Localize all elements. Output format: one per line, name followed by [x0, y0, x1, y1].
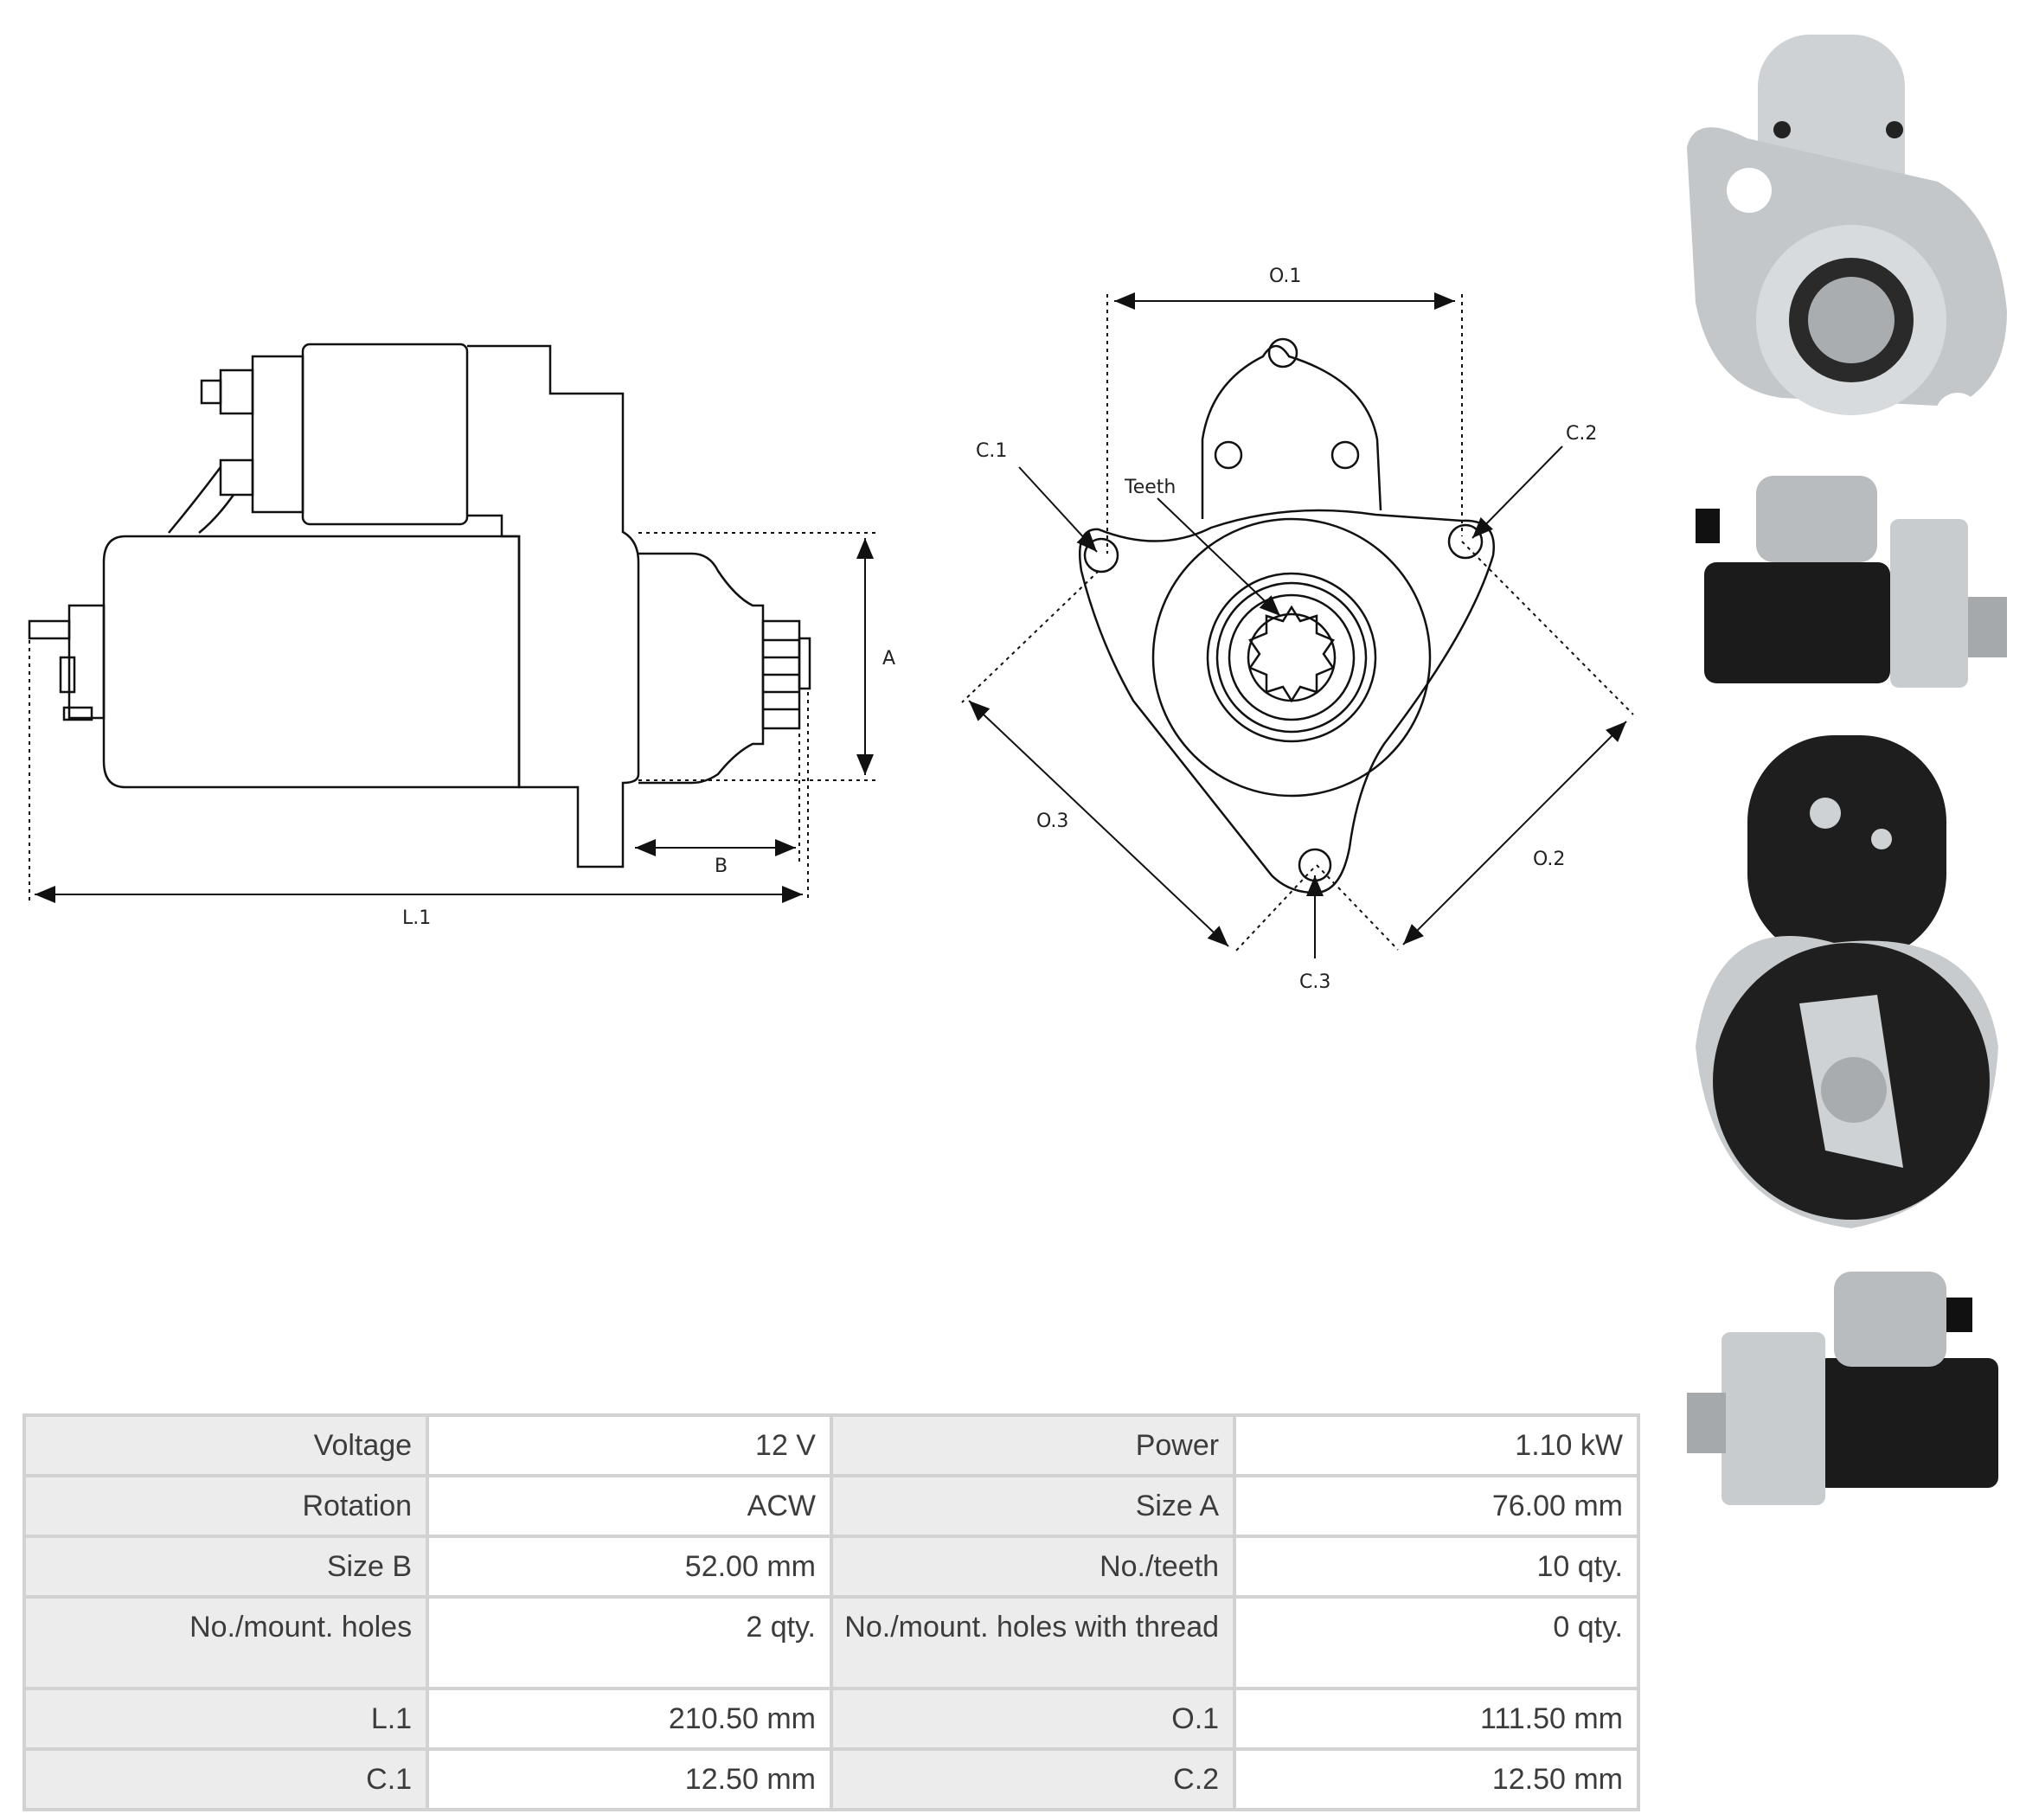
dim-label-a: A [882, 648, 895, 670]
spec-label: Size A [829, 1474, 1237, 1538]
spec-label: Size B [22, 1535, 430, 1599]
spec-label: C.1 [22, 1747, 430, 1811]
dim-label-o3: O.3 [1036, 811, 1068, 832]
spec-value: 52.00 mm [426, 1535, 833, 1599]
dim-label-c2: C.2 [1566, 423, 1597, 445]
table-row: Rotation ACW Size A 76.00 mm [22, 1474, 1640, 1538]
starter-rear-photo [1696, 735, 2016, 1228]
spec-label: Power [829, 1413, 1237, 1477]
spec-label: Voltage [22, 1413, 430, 1477]
flange-outline [1078, 509, 1495, 894]
spec-value: 12 V [426, 1413, 833, 1477]
table-row: Size B 52.00 mm No./teeth 10 qty. [22, 1535, 1640, 1599]
spec-value: ACW [426, 1474, 833, 1538]
dim-label-o1: O.1 [1269, 266, 1301, 287]
spec-value: 10 qty. [1233, 1535, 1640, 1599]
spec-label: No./teeth [829, 1535, 1237, 1599]
drive-housing [467, 344, 640, 868]
table-row: L.1 210.50 mm O.1 111.50 mm [22, 1687, 1640, 1751]
spec-value: 0 qty. [1233, 1595, 1640, 1690]
dim-label-l1: L.1 [402, 907, 431, 929]
starter-front-photo [1687, 35, 2007, 438]
technical-drawings: A B L.1 [28, 266, 1634, 993]
spec-label: O.1 [829, 1687, 1237, 1751]
spec-value: 12.50 mm [426, 1747, 833, 1811]
pinion-teeth [1248, 605, 1335, 703]
spec-label: No./mount. holes [22, 1595, 430, 1690]
starter-side-photo [1696, 476, 2007, 688]
spec-value: 2 qty. [426, 1595, 833, 1690]
top-lobe [1201, 344, 1382, 519]
table-row: No./mount. holes 2 qty. No./mount. holes… [22, 1595, 1640, 1690]
front-view-drawing [1078, 337, 1495, 894]
dim-label-c3: C.3 [1299, 971, 1330, 993]
front-view-dimensions [961, 292, 1634, 958]
dim-label-c1: C.1 [976, 440, 1007, 462]
table-row: Voltage 12 V Power 1.10 kW [22, 1413, 1640, 1477]
spec-value: 111.50 mm [1233, 1687, 1640, 1751]
dim-label-b: B [715, 856, 728, 877]
mount-hole-c2 [1447, 523, 1484, 560]
spec-label: No./mount. holes with thread [829, 1595, 1237, 1690]
flange-bore [1151, 517, 1432, 798]
solenoid-body [301, 343, 469, 526]
spec-value: 1.10 kW [1233, 1413, 1640, 1477]
end-plate [67, 604, 106, 720]
side-view-drawing [28, 343, 811, 868]
spec-label: Rotation [22, 1474, 430, 1538]
spec-value: 76.00 mm [1233, 1474, 1640, 1538]
terminal-stud [28, 619, 71, 640]
spec-value: 12.50 mm [1233, 1747, 1640, 1811]
motor-body [102, 535, 521, 789]
dim-label-o2: O.2 [1533, 849, 1565, 870]
starter-side-photo-reverse [1687, 1272, 1998, 1505]
dim-label-teeth: Teeth [1124, 477, 1176, 498]
nose-cone [638, 552, 765, 785]
mount-hole-c1 [1083, 537, 1119, 574]
spec-label: L.1 [22, 1687, 430, 1751]
specifications-table: Voltage 12 V Power 1.10 kW Rotation ACW … [22, 1413, 1640, 1811]
side-view-dimensions [29, 532, 875, 903]
table-row: C.1 12.50 mm C.2 12.50 mm [22, 1747, 1640, 1811]
spec-label: C.2 [829, 1747, 1237, 1811]
spec-value: 210.50 mm [426, 1687, 833, 1751]
